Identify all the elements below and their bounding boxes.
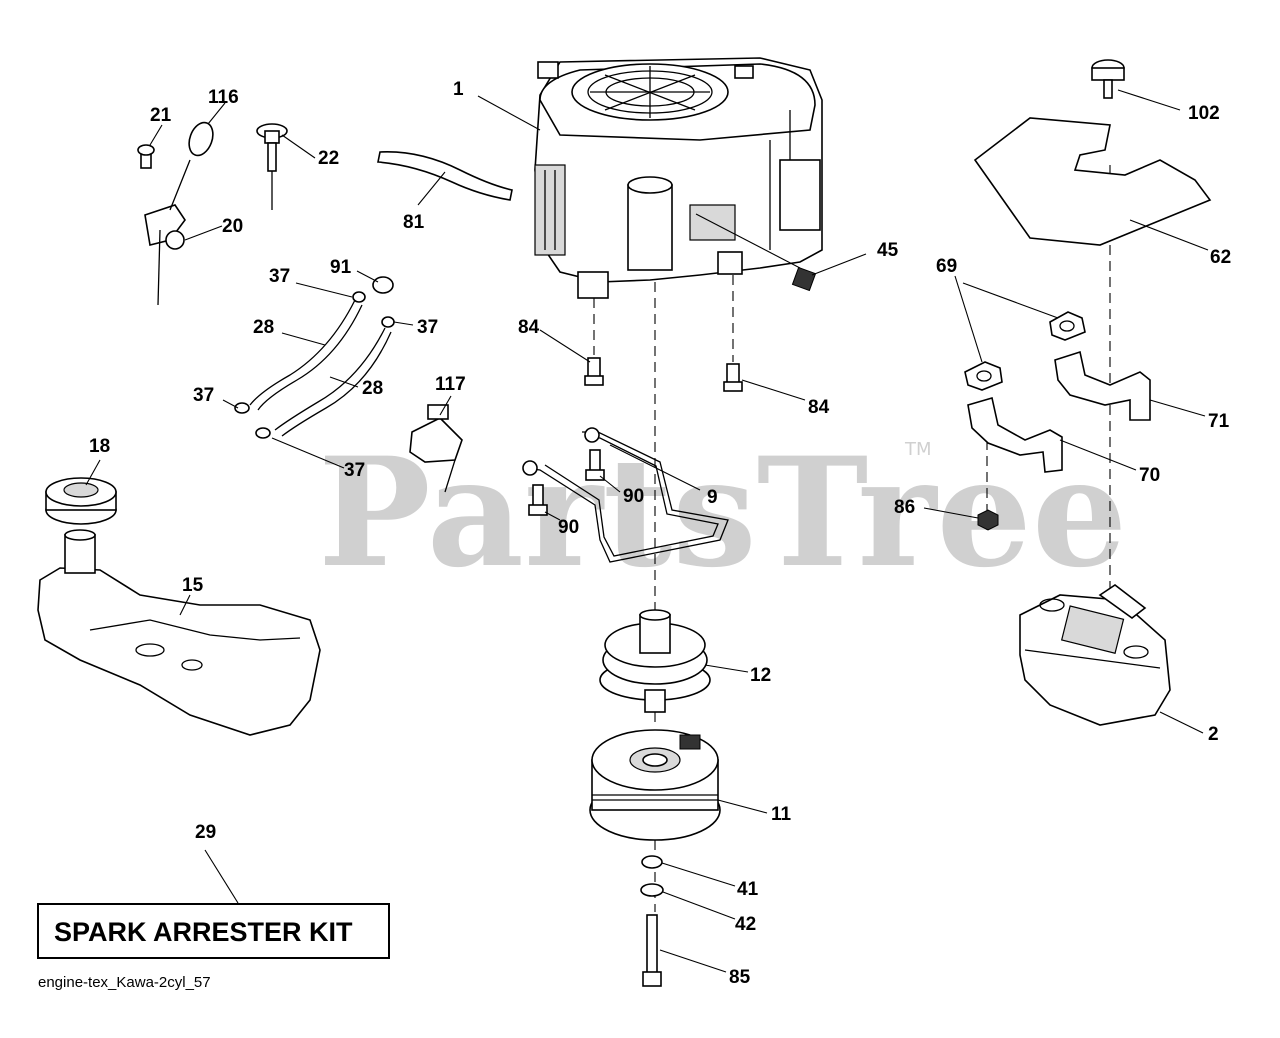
callout-37-a: 37 xyxy=(269,266,290,287)
washer-42 xyxy=(640,883,664,897)
fuel-tank-15 xyxy=(37,529,321,736)
clamp-37-a xyxy=(352,291,366,303)
bolt-90-b xyxy=(528,484,548,516)
callout-1: 1 xyxy=(453,79,464,100)
bolt-84-right xyxy=(723,363,743,392)
gasket-69-a xyxy=(1049,311,1086,341)
fuel-line-28-b xyxy=(274,327,386,431)
callout-28-b: 28 xyxy=(362,378,383,399)
washer-41 xyxy=(641,855,663,869)
clamp-37-b xyxy=(381,316,395,328)
callout-37-b: 37 xyxy=(417,317,438,338)
callout-28-a: 28 xyxy=(253,317,274,338)
callout-70: 70 xyxy=(1139,465,1160,486)
callout-41: 41 xyxy=(737,879,759,900)
fuel-line-28-a xyxy=(249,299,356,406)
bracket-9 xyxy=(522,427,729,563)
callout-2: 2 xyxy=(1208,724,1219,745)
gasket-69-b xyxy=(964,361,1003,391)
clutch-11 xyxy=(589,729,721,841)
callout-69: 69 xyxy=(936,256,957,277)
bolt-90-a xyxy=(585,449,605,481)
callout-71: 71 xyxy=(1208,411,1230,432)
callout-86: 86 xyxy=(894,497,915,518)
callout-18: 18 xyxy=(89,436,110,457)
callout-20: 20 xyxy=(222,216,243,237)
hose-81 xyxy=(377,151,513,201)
callout-21: 21 xyxy=(150,105,172,126)
callout-45: 45 xyxy=(877,240,899,261)
callout-81: 81 xyxy=(403,212,425,233)
fuel-valve-117 xyxy=(409,404,463,493)
clamp-37-d xyxy=(255,427,271,439)
leader-lines xyxy=(85,89,1209,973)
callout-37-d: 37 xyxy=(344,460,365,481)
clamp-91 xyxy=(372,276,394,294)
callout-90-a: 90 xyxy=(623,486,644,507)
callout-15: 15 xyxy=(182,575,204,596)
engine xyxy=(534,57,823,299)
clamp-37-c xyxy=(234,402,250,414)
fuel-cap-18 xyxy=(45,477,117,525)
callout-9: 9 xyxy=(707,487,718,508)
callout-91: 91 xyxy=(330,257,352,278)
cap-102 xyxy=(1091,59,1125,99)
callout-numbers: 1 2 9 11 12 15 18 20 21 22 28 28 29 37 3… xyxy=(89,79,1231,988)
callout-22: 22 xyxy=(318,148,339,169)
muffler-2 xyxy=(1019,584,1171,726)
callout-62: 62 xyxy=(1210,247,1231,268)
nut-86 xyxy=(977,509,999,531)
callout-84-a: 84 xyxy=(518,317,540,338)
bolt-84-left xyxy=(584,357,604,386)
callout-90-b: 90 xyxy=(558,517,579,538)
diagram-code: engine-tex_Kawa-2cyl_57 xyxy=(38,974,211,991)
bolt-85 xyxy=(642,914,662,987)
callout-37-c: 37 xyxy=(193,385,214,406)
callout-102: 102 xyxy=(1188,103,1220,124)
exhaust-pipe-71 xyxy=(1054,350,1151,421)
part-45 xyxy=(791,266,817,292)
spark-arrester-kit-label: SPARK ARRESTER KIT xyxy=(54,917,353,947)
spark-arrester-kit-box xyxy=(37,903,390,959)
callout-29: 29 xyxy=(195,822,216,843)
throttle-control-20 xyxy=(137,144,191,306)
callout-42: 42 xyxy=(735,914,756,935)
knob-116 xyxy=(188,121,214,157)
heat-shield-62 xyxy=(973,117,1212,246)
callout-117: 117 xyxy=(435,374,466,395)
callout-85: 85 xyxy=(729,967,751,988)
trademark-mark: TM xyxy=(904,439,932,460)
knob-22 xyxy=(256,123,288,210)
callout-12: 12 xyxy=(750,665,771,686)
callout-11: 11 xyxy=(771,804,792,825)
callout-116: 116 xyxy=(208,87,239,108)
callout-84-b: 84 xyxy=(808,397,830,418)
exhaust-pipe-70 xyxy=(967,396,1063,473)
pulley-12 xyxy=(599,609,711,713)
